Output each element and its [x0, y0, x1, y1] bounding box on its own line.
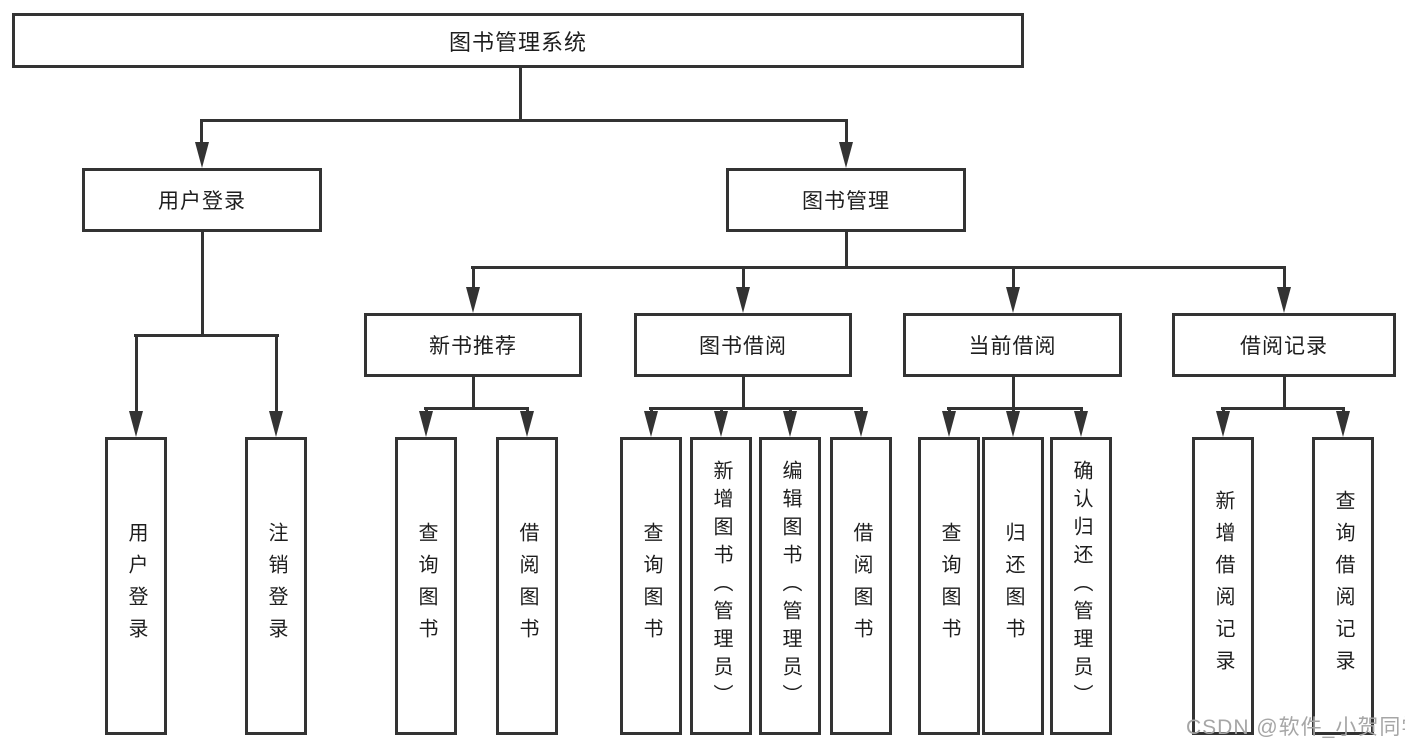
node-leaf-rec-query-book-label: 查询图书 [415, 522, 437, 650]
edge-stem [275, 334, 278, 419]
edge-stem [472, 266, 475, 291]
node-current-borrow-label: 当前借阅 [968, 335, 1057, 358]
node-borrow-record: 借阅记录 [1172, 313, 1396, 377]
arrow-down-icon [854, 411, 868, 437]
node-leaf-cb-query-book-label: 查询图书 [938, 522, 960, 650]
edge-record-bracket [1221, 407, 1345, 410]
node-leaf-bb-add-book-admin: 新增图书（管理员） [690, 437, 752, 735]
node-leaf-rec-borrow-book-label: 借阅图书 [516, 522, 538, 650]
node-leaf-user-login-label: 用户登录 [125, 522, 147, 650]
edge-recommend-bracket [424, 407, 529, 410]
node-leaf-bb-borrow-book: 借阅图书 [830, 437, 892, 735]
node-root-label: 图书管理系统 [448, 29, 587, 55]
arrow-down-icon [1216, 411, 1230, 437]
edge-borrow-bracket [649, 407, 863, 410]
node-leaf-bb-edit-book-admin: 编辑图书（管理员） [759, 437, 821, 735]
edge-stem [135, 334, 138, 419]
node-current-borrow: 当前借阅 [903, 313, 1122, 377]
edge-user-login-drop [201, 231, 204, 337]
arrow-down-icon [1006, 287, 1020, 313]
node-leaf-rec-borrow-book: 借阅图书 [496, 437, 558, 735]
arrow-down-icon [466, 287, 480, 313]
edge-book-management-drop [845, 231, 848, 269]
node-book-borrow: 图书借阅 [634, 313, 852, 377]
arrow-down-icon [269, 411, 283, 437]
node-leaf-rec-query-book: 查询图书 [395, 437, 457, 735]
arrow-down-icon [1074, 411, 1088, 437]
node-leaf-logout-login: 注销登录 [245, 437, 307, 735]
node-leaf-user-login: 用户登录 [105, 437, 167, 735]
node-leaf-cb-confirm-return-admin: 确认归还（管理员） [1050, 437, 1112, 735]
node-leaf-bb-add-book-admin-label: 新增图书（管理员） [710, 460, 732, 712]
arrow-down-icon [1006, 411, 1020, 437]
node-leaf-cb-query-book: 查询图书 [918, 437, 980, 735]
node-leaf-cb-return-book: 归还图书 [982, 437, 1044, 735]
arrow-down-icon [419, 411, 433, 437]
node-book-management-label: 图书管理 [802, 190, 890, 213]
edge-stem [742, 266, 745, 291]
node-leaf-br-query-record-label: 查询借阅记录 [1332, 490, 1354, 682]
node-new-book-recommend: 新书推荐 [364, 313, 582, 377]
edge-stem [1283, 266, 1286, 291]
node-leaf-bb-query-book-label: 查询图书 [640, 522, 662, 650]
node-user-login: 用户登录 [82, 168, 322, 232]
edge-book-management-bracket [471, 266, 1286, 269]
edge-current-bracket [947, 407, 1083, 410]
node-leaf-br-add-record-label: 新增借阅记录 [1212, 490, 1234, 682]
arrow-down-icon [714, 411, 728, 437]
arrow-down-icon [644, 411, 658, 437]
arrow-down-icon [1277, 287, 1291, 313]
node-root: 图书管理系统 [12, 13, 1024, 68]
node-leaf-br-query-record: 查询借阅记录 [1312, 437, 1374, 735]
arrow-down-icon [839, 142, 853, 168]
edge-current-drop [1012, 375, 1015, 410]
edge-stem [200, 119, 203, 149]
arrow-down-icon [942, 411, 956, 437]
node-book-management: 图书管理 [726, 168, 966, 232]
node-user-login-label: 用户登录 [158, 190, 246, 213]
node-book-borrow-label: 图书借阅 [699, 335, 787, 358]
arrow-down-icon [129, 411, 143, 437]
edge-user-login-bracket [134, 334, 279, 337]
edge-stem [845, 119, 848, 149]
edge-root-drop [519, 68, 522, 121]
arrow-down-icon [195, 142, 209, 168]
edge-record-drop [1283, 375, 1286, 410]
edge-borrow-drop [742, 375, 745, 410]
edge-root-bracket [200, 119, 848, 122]
arrow-down-icon [783, 411, 797, 437]
arrow-down-icon [520, 411, 534, 437]
node-leaf-bb-borrow-book-label: 借阅图书 [850, 522, 872, 650]
arrow-down-icon [1336, 411, 1350, 437]
node-leaf-br-add-record: 新增借阅记录 [1192, 437, 1254, 735]
node-borrow-record-label: 借阅记录 [1240, 335, 1328, 358]
node-leaf-cb-confirm-return-admin-label: 确认归还（管理员） [1070, 460, 1092, 712]
node-leaf-bb-query-book: 查询图书 [620, 437, 682, 735]
arrow-down-icon [736, 287, 750, 313]
edge-recommend-drop [472, 375, 475, 410]
node-new-book-recommend-label: 新书推荐 [429, 335, 517, 358]
node-leaf-bb-edit-book-admin-label: 编辑图书（管理员） [779, 460, 801, 712]
watermark-text: CSDN @软件_小贺同学 [1186, 716, 1405, 739]
edge-stem [1012, 266, 1015, 291]
node-leaf-logout-login-label: 注销登录 [265, 522, 287, 650]
node-leaf-cb-return-book-label: 归还图书 [1002, 522, 1024, 650]
